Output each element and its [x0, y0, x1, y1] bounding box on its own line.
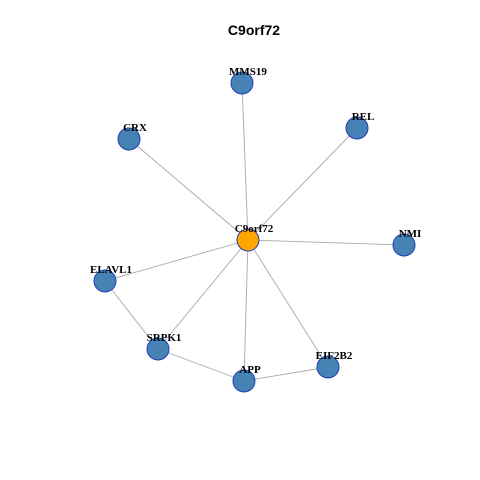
diagram-title: C9orf72	[228, 22, 280, 38]
edge-c9orf72-elavl1	[104, 239, 249, 282]
edge-c9orf72-nmi	[247, 239, 405, 246]
node-label-c9orf72: C9orf72	[235, 223, 274, 235]
node-nmi	[392, 233, 416, 257]
node-label-eif2b2: EIF2B2	[316, 350, 353, 362]
edge-c9orf72-eif2b2	[247, 239, 329, 368]
node-label-crx: CRX	[123, 122, 147, 134]
edge-c9orf72-crx	[128, 138, 249, 241]
edge-c9orf72-rel	[247, 127, 358, 241]
node-label-rel: REL	[352, 111, 375, 123]
edge-layer	[104, 82, 405, 382]
node-label-mms19: MMS19	[229, 66, 267, 78]
node-mms19	[230, 71, 254, 95]
node-label-app: APP	[239, 364, 261, 376]
edge-srpk1-app	[157, 348, 245, 382]
edge-app-eif2b2	[243, 366, 329, 382]
node-label-srpk1: SRPK1	[147, 332, 182, 344]
edge-c9orf72-mms19	[241, 82, 249, 241]
node-crx	[117, 127, 141, 151]
node-srpk1	[146, 337, 170, 361]
node-label-nmi: NMI	[399, 228, 422, 240]
node-elavl1	[93, 269, 117, 293]
edge-elavl1-srpk1	[104, 280, 159, 350]
edge-c9orf72-srpk1	[157, 239, 249, 350]
node-rel	[345, 116, 369, 140]
node-app	[232, 369, 256, 393]
node-c9orf72	[236, 228, 260, 252]
node-eif2b2	[316, 355, 340, 379]
edge-c9orf72-app	[243, 239, 249, 382]
node-label-elavl1: ELAVL1	[90, 264, 132, 276]
